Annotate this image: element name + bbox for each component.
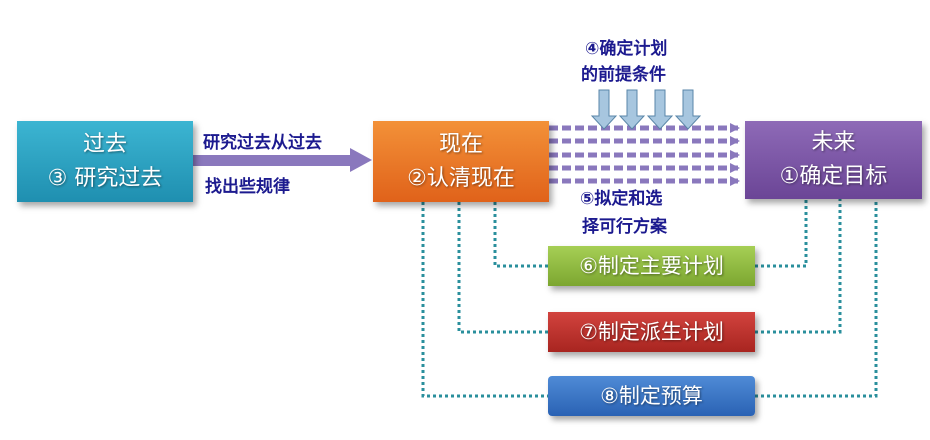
main-plan-box: ⑥制定主要计划 [548,246,755,286]
premise-note-line2: 的前提条件 [581,65,666,85]
past-title: 过去 [82,131,127,157]
present-box: 现在 ②认清现在 [373,121,549,202]
future-step: ①确定目标 [779,164,888,189]
past-to-present-arrow [193,148,372,172]
past-note-line2: 找出些规律 [205,177,290,197]
past-note-line1: 研究过去从过去 [203,133,322,153]
present-step: ②认清现在 [407,165,515,191]
alternatives-note-line1: ⑤拟定和选 [580,189,663,209]
present-to-future-dashed-arrows [549,123,740,186]
premise-note-line1: ④确定计划 [585,39,668,59]
future-box: 未来 ①确定目标 [745,121,922,199]
budget-box: ⑧制定预算 [548,376,755,416]
past-box: 过去 ③ 研究过去 [17,121,193,202]
future-title: 未来 [811,130,856,155]
derived-plan-box: ⑦制定派生计划 [548,312,755,352]
past-step: ③ 研究过去 [47,165,163,191]
alternatives-note-line2: 择可行方案 [582,217,667,237]
plan-connectors [421,199,878,398]
present-title: 现在 [438,131,483,157]
premise-down-arrows [590,89,702,130]
